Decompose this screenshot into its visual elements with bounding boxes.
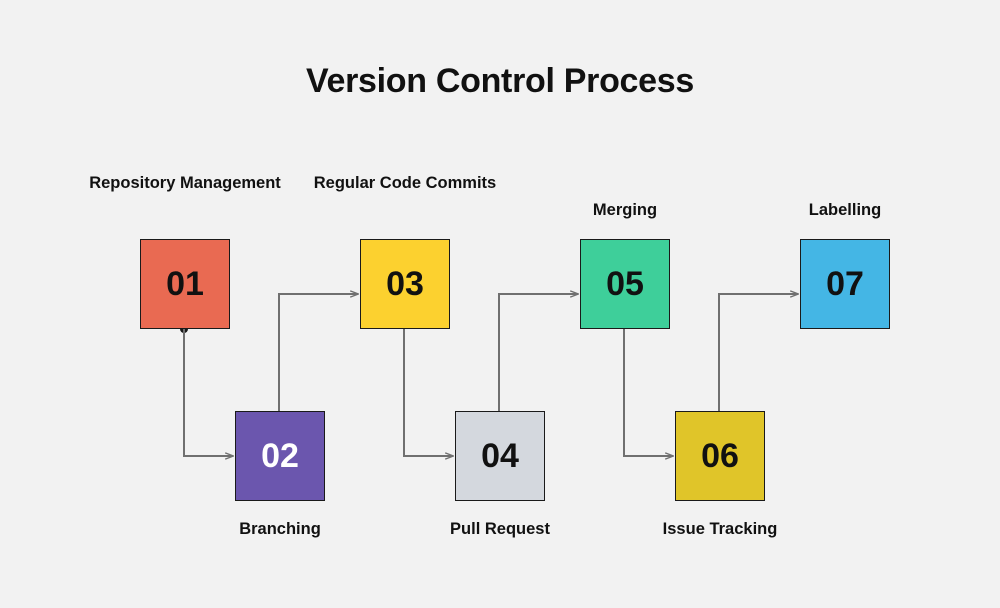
step-node-02[interactable]: 02 bbox=[235, 411, 325, 501]
page-title: Version Control Process bbox=[305, 62, 694, 100]
step-label-01: Repository Management bbox=[89, 174, 281, 192]
step-number-04: 04 bbox=[481, 437, 519, 475]
step-number-02: 02 bbox=[261, 437, 299, 475]
step-number-05: 05 bbox=[606, 265, 644, 303]
step-number-03: 03 bbox=[386, 265, 424, 303]
step-label-06: Issue Tracking bbox=[662, 520, 778, 538]
connector-01-to-02 bbox=[180, 325, 233, 456]
connector-04-to-05 bbox=[498, 294, 578, 411]
step-number-06: 06 bbox=[701, 437, 739, 475]
step-label-07: Labelling bbox=[808, 201, 882, 219]
step-label-05: Merging bbox=[592, 201, 658, 219]
connector-06-to-07 bbox=[718, 294, 798, 411]
step-label-04: Pull Request bbox=[450, 520, 550, 538]
connector-05-to-06 bbox=[623, 329, 673, 456]
step-label-03: Regular Code Commits bbox=[313, 174, 497, 192]
step-node-04[interactable]: 04 bbox=[455, 411, 545, 501]
step-label-02: Branching bbox=[239, 520, 321, 538]
step-number-01: 01 bbox=[166, 265, 204, 303]
connector-02-to-03 bbox=[278, 294, 358, 411]
connector-03-to-04 bbox=[403, 329, 453, 456]
step-node-07[interactable]: 07 bbox=[800, 239, 890, 329]
step-node-01[interactable]: 01 bbox=[140, 239, 230, 329]
step-node-05[interactable]: 05 bbox=[580, 239, 670, 329]
step-node-03[interactable]: 03 bbox=[360, 239, 450, 329]
step-number-07: 07 bbox=[826, 265, 864, 303]
step-node-06[interactable]: 06 bbox=[675, 411, 765, 501]
